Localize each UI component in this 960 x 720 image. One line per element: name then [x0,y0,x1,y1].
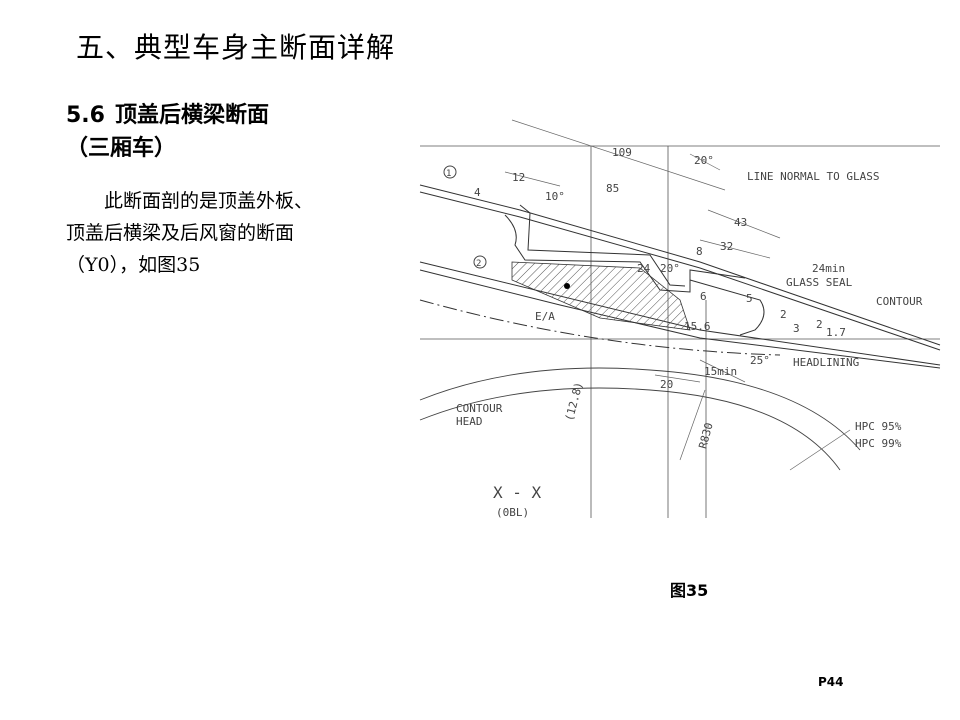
section-subtitle: （三厢车） [66,135,177,161]
glass-panel [689,279,765,336]
figure-caption: 图35 [670,581,709,600]
glass-line [419,261,941,366]
dim-4: 4 [474,186,481,199]
dim-2b: 2 [816,318,823,331]
dim-20deg-2: 20° [660,262,680,275]
cross-member [519,204,686,287]
dim-12-8: (12.8) [563,381,586,423]
page-number: P44 [818,675,844,689]
dim-r830: R830 [696,421,715,450]
dim-20deg: 20° [694,154,714,167]
label-contour-head: HEAD [456,415,483,428]
page-title: 五、典型车身主断面详解 [76,31,396,64]
label-section-obl: (0BL) [496,506,529,519]
dim-15-6: 15.6 [684,320,711,333]
dim-3: 3 [793,322,800,335]
dim-25deg: 25° [750,354,770,367]
label-line-normal: LINE NORMAL TO GLASS [747,170,879,183]
roof-outer-panel [419,191,941,351]
section-description: 此断面剖的是顶盖外板、顶盖后横梁及后风窗的断面（Y0），如图35 [66,190,314,276]
dim-6: 6 [700,290,707,303]
dim-12: 12 [512,171,525,184]
dim-5: 5 [746,292,753,305]
section-number: 5.6 [66,103,105,128]
label-headlining: HEADLINING [793,356,859,369]
dim-43: 43 [734,216,747,229]
dim-15min: 15min [704,365,737,378]
head-contour-arc [419,367,861,451]
label-section-xx: X - X [493,483,542,502]
dim-109: 109 [612,146,632,159]
balloon-2 [473,255,487,269]
label-contour-head: CONTOUR [456,402,503,415]
dim-24: 24 [637,262,651,275]
dim-20: 20 [660,378,673,391]
roof-outer-panel [419,184,941,346]
dim-8: 8 [696,245,703,258]
balloon-1-text: 1 [446,169,451,179]
balloon-2-text: 2 [476,259,481,269]
label-contour: CONTOUR [876,295,923,308]
balloon-1 [443,165,457,179]
head-contour-arc [419,387,841,471]
cross-member [504,214,746,293]
label-glass-seal: GLASS SEAL [786,276,853,289]
section-heading: 5.6 顶盖后横梁断面 （三厢车） [66,99,356,164]
section-title: 顶盖后横梁断面 [114,102,269,128]
dim-32: 32 [720,240,733,253]
dim-2a: 2 [780,308,787,321]
reference-point [564,283,570,289]
headlining-line [419,299,781,356]
dim-10deg: 10° [545,190,565,203]
label-hpc99: HPC 99% [855,437,902,450]
dim-24min: 24min [812,262,845,275]
label-ea: E/A [535,310,555,323]
hatched-section [511,261,691,331]
dim-85: 85 [606,182,619,195]
label-hpc95: HPC 95% [855,420,902,433]
dim-1-7: 1.7 [826,326,846,339]
